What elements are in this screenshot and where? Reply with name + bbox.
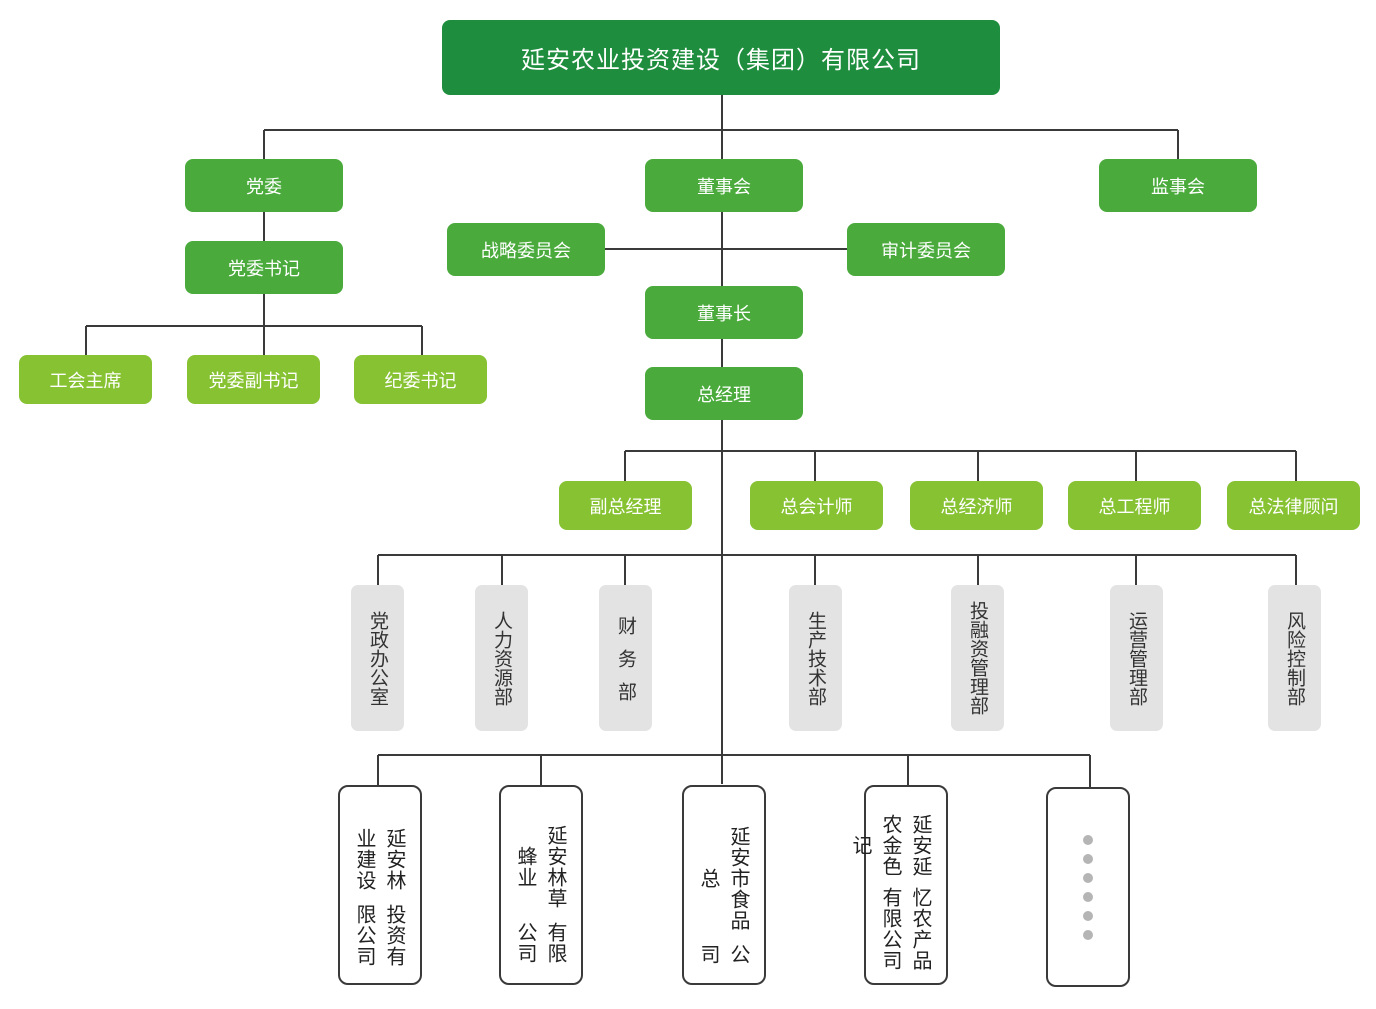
department-node[interactable]: 风险控制部 — [1268, 585, 1321, 731]
audit-committee-node[interactable]: 审计委员会 — [847, 223, 1005, 276]
subsidiary-label-line2: 投资有限公司 — [353, 903, 407, 967]
discipline-secretary-node[interactable]: 纪委书记 — [354, 355, 487, 404]
department-label: 人力资源部 — [491, 610, 513, 706]
subsidiary-label-line2: 忆农产品有限公司 — [879, 886, 933, 971]
discipline-secretary-label: 纪委书记 — [384, 370, 457, 392]
department-label: 投融资管理部 — [967, 601, 989, 715]
party-secretary-node[interactable]: 党委书记 — [185, 241, 343, 294]
executive-label: 副总经理 — [589, 496, 662, 518]
chief-engineer-node[interactable]: 总工程师 — [1068, 481, 1201, 530]
department-node[interactable]: 运营管理部 — [1110, 585, 1163, 731]
deputy-party-secretary-label: 党委副书记 — [208, 370, 299, 392]
general-manager-node[interactable]: 总经理 — [645, 367, 803, 420]
chairman-node[interactable]: 董事长 — [645, 286, 803, 339]
executive-label: 总法律顾问 — [1248, 496, 1339, 518]
department-label: 生产技术部 — [805, 610, 827, 706]
executive-label: 总会计师 — [780, 496, 853, 518]
department-node[interactable]: 党政办公室 — [351, 585, 404, 731]
subsidiary-label-line1: 延安林业建设 — [353, 827, 407, 891]
executive-label: 总经济师 — [940, 496, 1013, 518]
root-company-node[interactable]: 延安农业投资建设（集团）有限公司 — [442, 20, 1000, 95]
more-subsidiaries-node[interactable] — [1046, 787, 1130, 987]
subsidiary-label-line1: 延安延农金色记 — [849, 814, 933, 878]
chief-economist-node[interactable]: 总经济师 — [910, 481, 1043, 530]
department-label: 财务部 — [615, 615, 637, 715]
strategy-committee-node[interactable]: 战略委员会 — [447, 223, 605, 276]
board-label: 董事会 — [697, 176, 751, 198]
ellipsis-dot — [1083, 853, 1093, 864]
ellipsis-dot — [1083, 891, 1093, 902]
general-manager-label: 总经理 — [697, 384, 751, 406]
party-secretary-label: 党委书记 — [228, 258, 300, 280]
subsidiary-label-line2: 有限公司 — [514, 921, 568, 964]
supervisors-label: 监事会 — [1151, 176, 1205, 198]
audit-committee-label: 审计委员会 — [881, 240, 971, 262]
department-node[interactable]: 生产技术部 — [789, 585, 842, 731]
chief-legal-counsel-node[interactable]: 总法律顾问 — [1227, 481, 1360, 530]
subsidiary-node[interactable]: 延安林草蜂业 有限公司 — [499, 785, 583, 985]
deputy-party-secretary-node[interactable]: 党委副书记 — [187, 355, 320, 404]
department-node[interactable]: 财务部 — [599, 585, 652, 731]
root-company-label: 延安农业投资建设（集团）有限公司 — [521, 46, 921, 74]
board-node[interactable]: 董事会 — [645, 159, 803, 212]
department-node[interactable]: 投融资管理部 — [951, 585, 1004, 731]
subsidiary-node[interactable]: 延安林业建设 投资有限公司 — [338, 785, 422, 985]
union-chair-node[interactable]: 工会主席 — [19, 355, 152, 404]
subsidiary-label-line1: 延安林草蜂业 — [514, 824, 568, 909]
union-chair-label: 工会主席 — [49, 370, 122, 392]
party-committee-node[interactable]: 党委 — [185, 159, 343, 212]
ellipsis-dot — [1083, 872, 1093, 883]
executive-label: 总工程师 — [1098, 496, 1171, 518]
department-label: 风险控制部 — [1284, 610, 1306, 706]
deputy-general-manager-node[interactable]: 副总经理 — [559, 481, 692, 530]
party-committee-label: 党委 — [246, 176, 282, 198]
department-label: 运营管理部 — [1126, 610, 1148, 706]
supervisors-node[interactable]: 监事会 — [1099, 159, 1257, 212]
subsidiary-node[interactable]: 延安延农金色记 忆农产品有限公司 — [849, 785, 948, 985]
subsidiary-label-line1: 延安市食品总 — [697, 825, 751, 931]
subsidiary-node[interactable]: 延安市食品总 公司 — [682, 785, 766, 985]
ellipsis-dot — [1083, 929, 1093, 940]
strategy-committee-label: 战略委员会 — [481, 240, 571, 262]
chairman-label: 董事长 — [697, 303, 751, 325]
ellipsis-dot — [1083, 910, 1093, 921]
subsidiary-label-line2: 公司 — [697, 943, 751, 965]
department-node[interactable]: 人力资源部 — [475, 585, 528, 731]
department-label: 党政办公室 — [367, 610, 389, 706]
ellipsis-dot — [1083, 834, 1093, 845]
chief-accountant-node[interactable]: 总会计师 — [750, 481, 883, 530]
